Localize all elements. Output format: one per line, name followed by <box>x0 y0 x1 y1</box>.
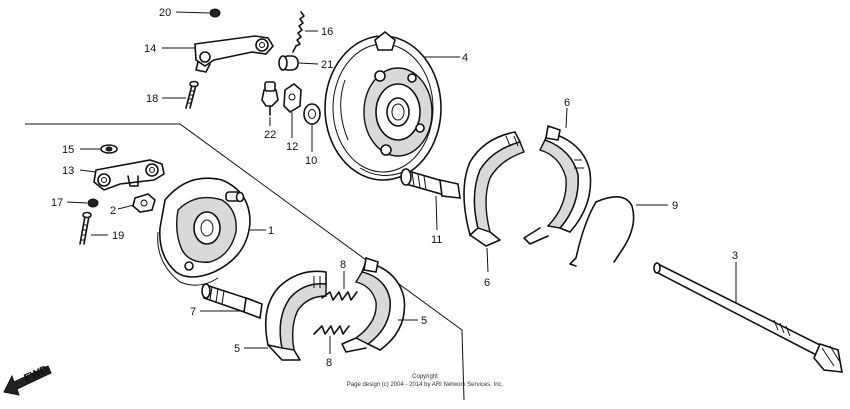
part-5-front-brake-shoe-right[interactable] <box>341 256 418 353</box>
copyright-notice: Copyright Page design (c) 2004 - 2014 by… <box>347 374 504 388</box>
part-13-front-brake-arm[interactable] <box>79 159 165 191</box>
part-15-nut[interactable] <box>80 144 118 154</box>
part-9-spring-clip[interactable] <box>569 196 668 267</box>
copyright-line-2: Page design (c) 2004 - 2014 by ARI Netwo… <box>347 382 504 388</box>
part-14-brake-arm[interactable] <box>162 35 274 73</box>
part-6-rear-brake-shoe-right[interactable] <box>523 107 592 245</box>
part-3-rear-axle[interactable] <box>653 262 843 373</box>
fwd-direction-indicator: FWD <box>3 364 52 396</box>
copyright-line-1: Copyright <box>412 374 438 380</box>
part-10-washer[interactable] <box>303 103 321 152</box>
label-5-right: 5 <box>421 315 427 327</box>
fwd-label: FWD <box>22 364 50 385</box>
label-20: 20 <box>159 7 171 19</box>
part-4-rear-brake-panel[interactable] <box>324 30 460 181</box>
label-19: 19 <box>112 230 124 242</box>
part-18-bolt[interactable] <box>162 80 199 109</box>
part-12-indicator-plate[interactable] <box>283 82 302 138</box>
part-22-bolt[interactable] <box>261 81 279 126</box>
part-11-rear-brake-cam[interactable] <box>400 168 461 231</box>
label-11: 11 <box>431 234 442 246</box>
label-16: 16 <box>321 26 333 38</box>
label-13: 13 <box>62 165 74 177</box>
label-5-left: 5 <box>234 343 240 355</box>
part-16-spring[interactable] <box>292 11 318 53</box>
part-17-seal[interactable] <box>66 198 99 208</box>
label-21: 21 <box>321 59 333 71</box>
label-17: 17 <box>51 197 63 209</box>
label-2: 2 <box>110 205 116 217</box>
part-19-bolt[interactable] <box>79 211 108 245</box>
callout-labels: 20 16 14 21 4 18 6 22 12 10 15 13 17 2 9… <box>51 7 738 369</box>
part-8-spring-lower[interactable] <box>313 325 350 354</box>
label-3: 3 <box>732 250 738 262</box>
label-14: 14 <box>144 43 156 55</box>
label-18: 18 <box>146 93 158 105</box>
part-7-front-brake-cam[interactable] <box>200 283 263 320</box>
label-12: 12 <box>286 141 298 153</box>
label-8-upper: 8 <box>340 259 346 271</box>
part-6-rear-brake-shoe-left[interactable] <box>463 131 525 273</box>
label-22: 22 <box>264 129 276 141</box>
section-divider-line <box>25 123 465 401</box>
part-20-nut[interactable] <box>175 8 221 18</box>
label-6-left: 6 <box>484 277 490 289</box>
label-7: 7 <box>190 306 196 318</box>
label-1: 1 <box>268 225 274 237</box>
part-2-indicator[interactable] <box>117 193 156 213</box>
label-10: 10 <box>305 155 317 167</box>
part-8-spring-upper[interactable] <box>321 271 358 301</box>
part-21-joint-piece[interactable] <box>278 55 319 71</box>
label-6-right: 6 <box>564 97 570 109</box>
label-4: 4 <box>462 52 468 64</box>
label-9: 9 <box>672 200 678 212</box>
label-8-lower: 8 <box>326 357 332 369</box>
part-1-front-brake-panel[interactable] <box>157 177 266 286</box>
label-15: 15 <box>62 144 74 156</box>
